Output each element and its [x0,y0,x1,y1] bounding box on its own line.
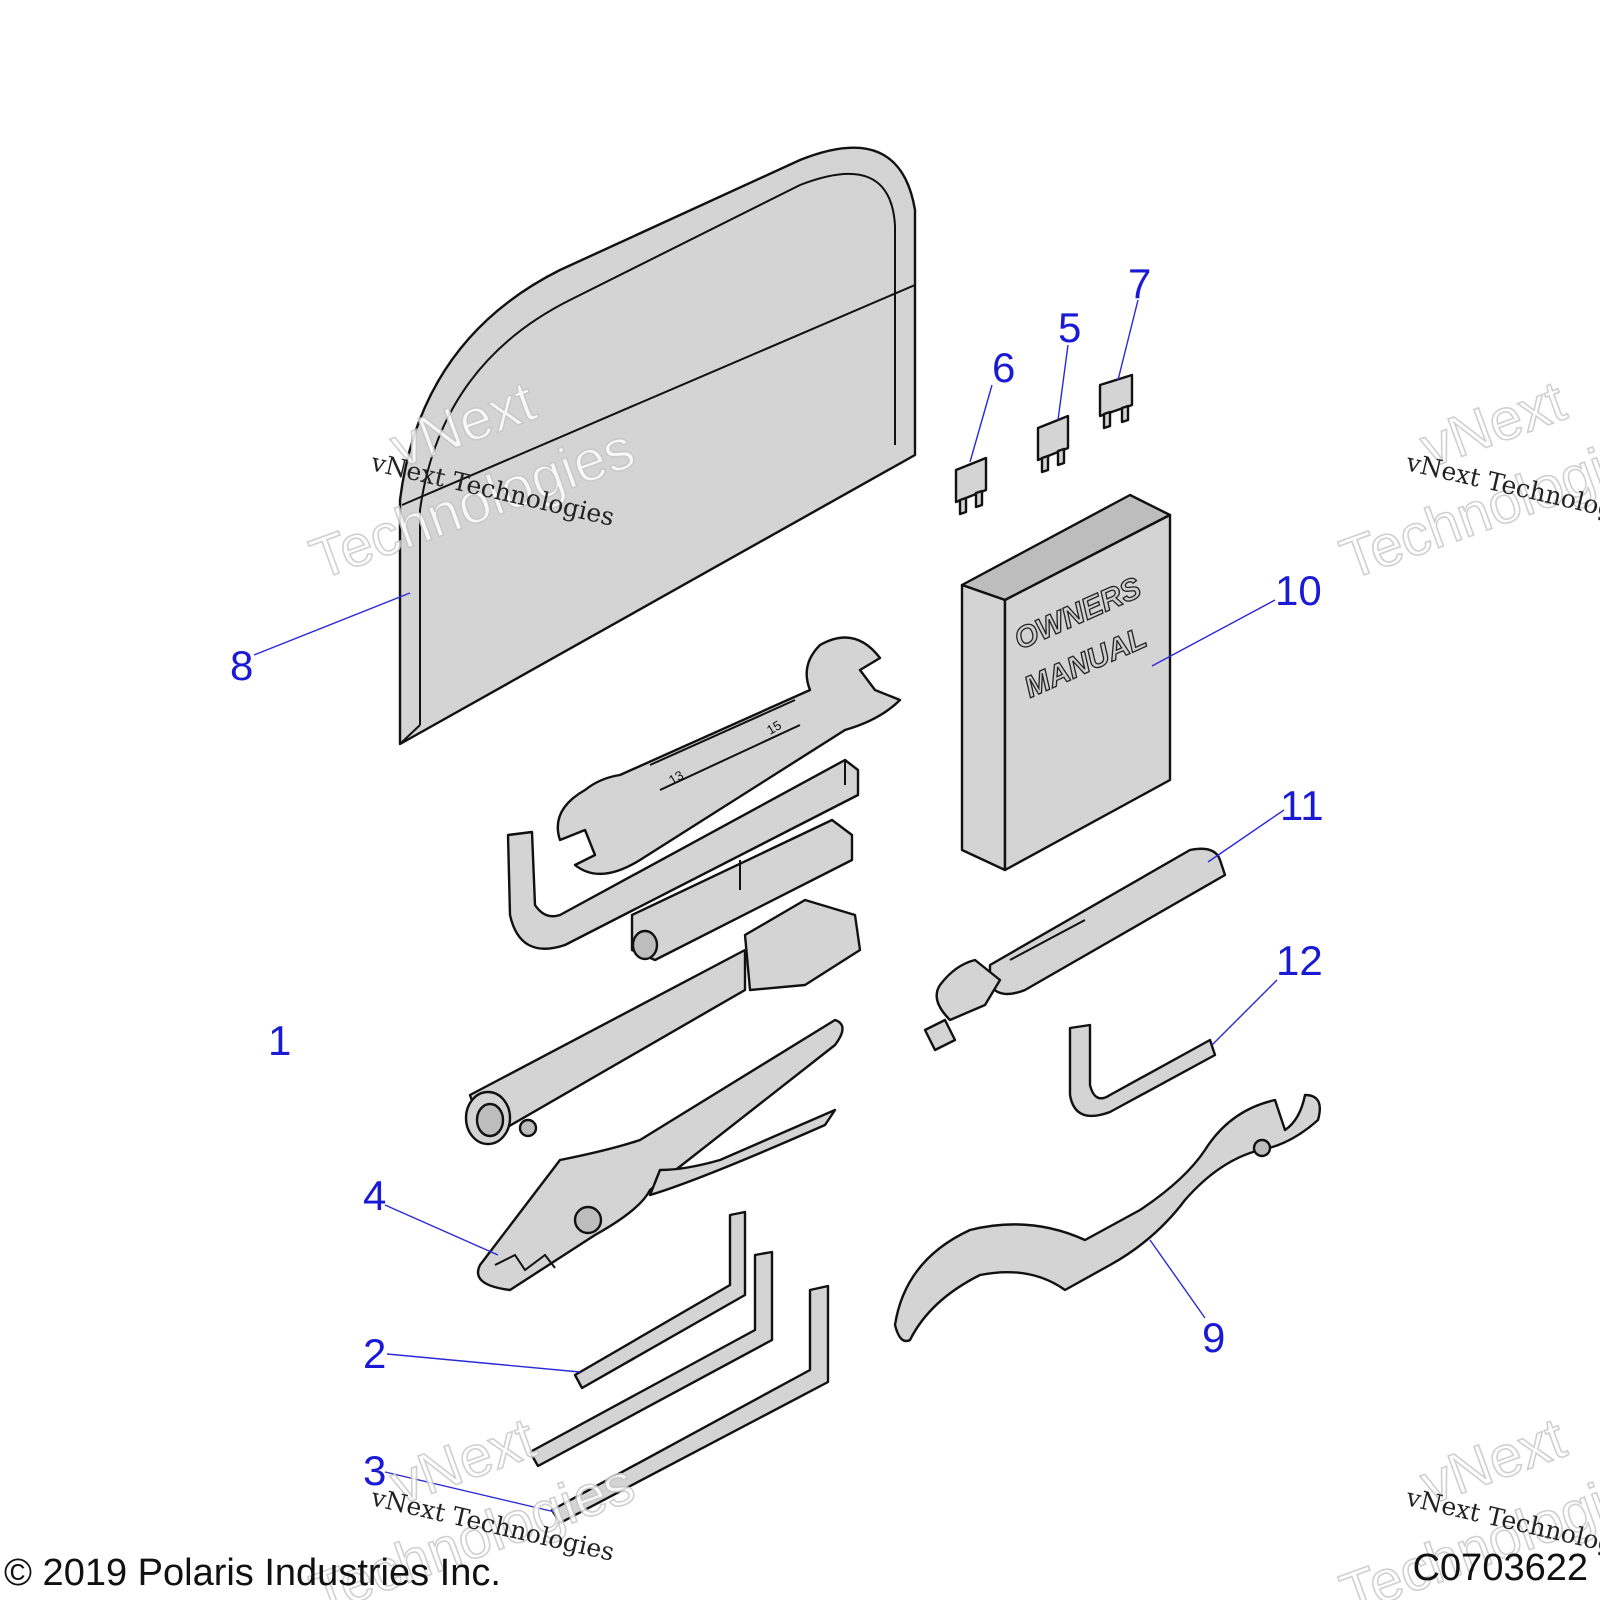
ratchet-driver [923,847,1227,1052]
callout-11: 11 [1280,782,1324,829]
callout-numbers: 1 2 3 4 5 6 7 8 9 10 11 12 [230,260,1324,1494]
wrench-size-left: 13 [666,767,686,787]
spark-plug-socket [464,898,862,1146]
callout-5: 5 [1058,304,1081,351]
callout-3: 3 [363,1447,386,1494]
callout-2: 2 [363,1330,386,1377]
pliers [476,1018,844,1292]
callout-1: 1 [268,1017,291,1064]
callout-8: 8 [230,642,253,689]
figure-code: C0703622 [1413,1547,1588,1589]
tool-pouch [398,146,917,746]
leader-lines [253,299,1285,1513]
spanner-wrench [893,1093,1322,1343]
wrench-size-right: 15 [764,717,784,737]
fuse-5 [1036,414,1070,474]
callout-6: 6 [992,344,1015,391]
callout-4: 4 [363,1172,386,1219]
callout-7: 7 [1128,260,1151,307]
owners-manual: OWNERS MANUAL [960,493,1172,872]
callout-10: 10 [1275,567,1322,614]
callout-12: 12 [1276,937,1323,984]
fuse-7 [1098,373,1134,430]
copyright-text: © 2019 Polaris Industries Inc. [4,1552,501,1594]
torx-keys [528,1210,830,1525]
socket-extension [630,818,854,962]
callout-9: 9 [1202,1314,1225,1361]
open-end-wrench: 13 15 [556,636,902,876]
hex-bar-l [506,758,860,950]
fuse-6 [954,456,988,516]
hex-key [1068,1023,1217,1118]
